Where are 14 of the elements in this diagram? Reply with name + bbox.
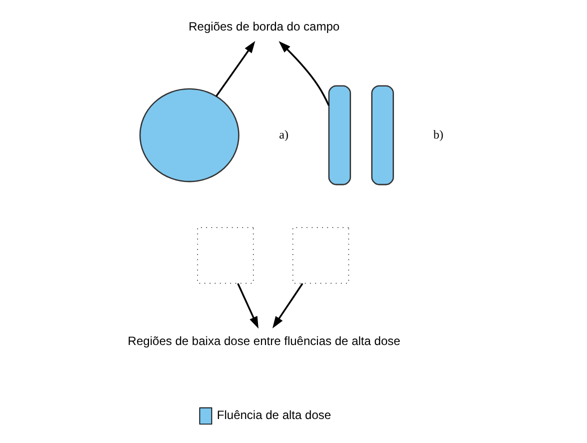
- node-text: Regiões de baixa dose entre fluências de alta dose: [128, 334, 400, 348]
- arrow: [237, 283, 258, 329]
- node-bar: [371, 85, 394, 186]
- label: b): [433, 127, 444, 142]
- node-text: Regiões de borda do campo: [188, 20, 340, 34]
- node-horseshoe: [139, 88, 240, 182]
- node-box: [292, 227, 350, 284]
- label: a): [279, 127, 289, 142]
- arrow: [216, 40, 256, 97]
- legend-label: Fluência de alta dose: [216, 408, 332, 422]
- arrow: [278, 41, 330, 106]
- arrow: [272, 283, 304, 328]
- node-bar: [328, 85, 352, 186]
- node-box: [197, 227, 254, 284]
